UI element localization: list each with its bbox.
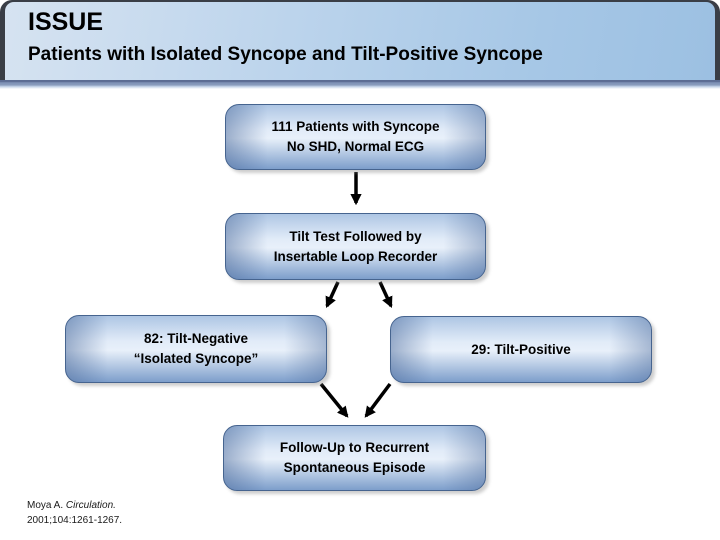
arrow-positive-to-followup bbox=[364, 382, 392, 418]
citation-journal: Circulation. bbox=[65, 500, 116, 511]
node-text-line: Spontaneous Episode bbox=[283, 460, 426, 475]
header-divider bbox=[0, 80, 720, 89]
node-text-line: “Isolated Syncope” bbox=[133, 351, 259, 366]
citation-authors: Moya A. bbox=[27, 500, 66, 511]
node-text-line: Tilt Test Followed by bbox=[289, 228, 422, 244]
slide-title: ISSUE bbox=[28, 8, 104, 36]
citation: Moya A. Circulation. 2001;104:1261-1267. bbox=[27, 498, 122, 528]
citation-line-1: Moya A. Circulation. bbox=[27, 498, 122, 513]
node-text-line: 29: Tilt-Positive bbox=[471, 341, 571, 357]
node-patients-with-syncope: 111 Patients with Syncope No SHD, Normal… bbox=[225, 104, 486, 170]
slide-subtitle: Patients with Isolated Syncope and Tilt-… bbox=[28, 44, 543, 65]
arrow-negative-to-followup bbox=[319, 382, 349, 418]
node-text-line: 82: Tilt-Negative bbox=[143, 331, 249, 347]
header-band: ISSUE Patients with Isolated Syncope and… bbox=[5, 2, 715, 80]
node-tilt-positive: 29: Tilt-Positive bbox=[390, 316, 652, 383]
node-text-line: No SHD, Normal ECG bbox=[286, 139, 425, 154]
node-text-line: 111 Patients with Syncope bbox=[271, 119, 440, 135]
node-follow-up: Follow-Up to Recurrent Spontaneous Episo… bbox=[223, 425, 486, 491]
node-text-line: Follow-Up to Recurrent bbox=[279, 440, 430, 456]
node-text-line: Insertable Loop Recorder bbox=[273, 248, 438, 264]
arrow-tilt-to-positive bbox=[378, 281, 393, 309]
citation-line-2: 2001;104:1261-1267. bbox=[27, 515, 123, 526]
node-tilt-test: Tilt Test Followed by Insertable Loop Re… bbox=[225, 213, 486, 280]
node-tilt-negative: 82: Tilt-Negative “Isolated Syncope” bbox=[65, 315, 327, 383]
arrow-tilt-to-negative bbox=[325, 281, 340, 309]
